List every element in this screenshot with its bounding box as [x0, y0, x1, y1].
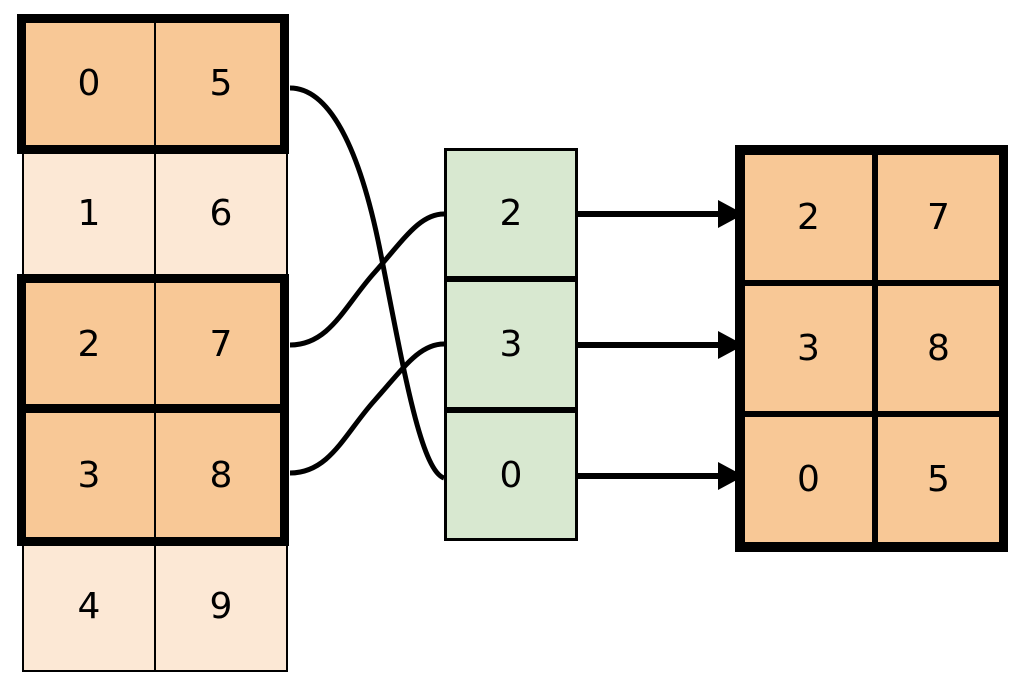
source-cell-r3c1[interactable]: 8 — [154, 410, 288, 541]
source-cell-r1c0[interactable]: 1 — [22, 149, 156, 279]
connector-source-row-2-to-index-slot-0 — [289, 211, 445, 348]
result-cell-r1c1[interactable]: 8 — [875, 283, 1002, 414]
source-cell-r3c0[interactable]: 3 — [22, 410, 156, 541]
index-cell-2[interactable]: 0 — [444, 410, 578, 541]
arrow-index-slot-0-to-result-row-0 — [578, 200, 744, 228]
arrow-index-slot-2-to-result-row-2 — [578, 462, 744, 490]
source-cell-r1c1[interactable]: 6 — [154, 149, 288, 279]
source-cell-r4c1[interactable]: 9 — [154, 541, 288, 672]
source-cell-r0c0[interactable]: 0 — [22, 19, 156, 149]
index-cell-0[interactable]: 2 — [444, 148, 578, 279]
result-cell-r0c1[interactable]: 7 — [875, 152, 1002, 283]
connector-source-row-3-to-index-slot-1 — [289, 341, 445, 476]
source-cell-r4c0[interactable]: 4 — [22, 541, 156, 672]
result-cell-r0c0[interactable]: 2 — [742, 152, 875, 283]
source-cell-r2c1[interactable]: 7 — [154, 279, 288, 410]
result-cell-r2c0[interactable]: 0 — [742, 414, 875, 545]
result-cell-r2c1[interactable]: 5 — [875, 414, 1002, 545]
connector-source-row-0-to-index-slot-2 — [289, 85, 446, 481]
source-cell-r2c0[interactable]: 2 — [22, 279, 156, 410]
arrow-index-slot-1-to-result-row-1 — [578, 331, 744, 359]
source-cell-r0c1[interactable]: 5 — [154, 19, 288, 149]
result-cell-r1c0[interactable]: 3 — [742, 283, 875, 414]
source-row-2-3-divider — [17, 404, 289, 413]
index-cell-1[interactable]: 3 — [444, 279, 578, 410]
